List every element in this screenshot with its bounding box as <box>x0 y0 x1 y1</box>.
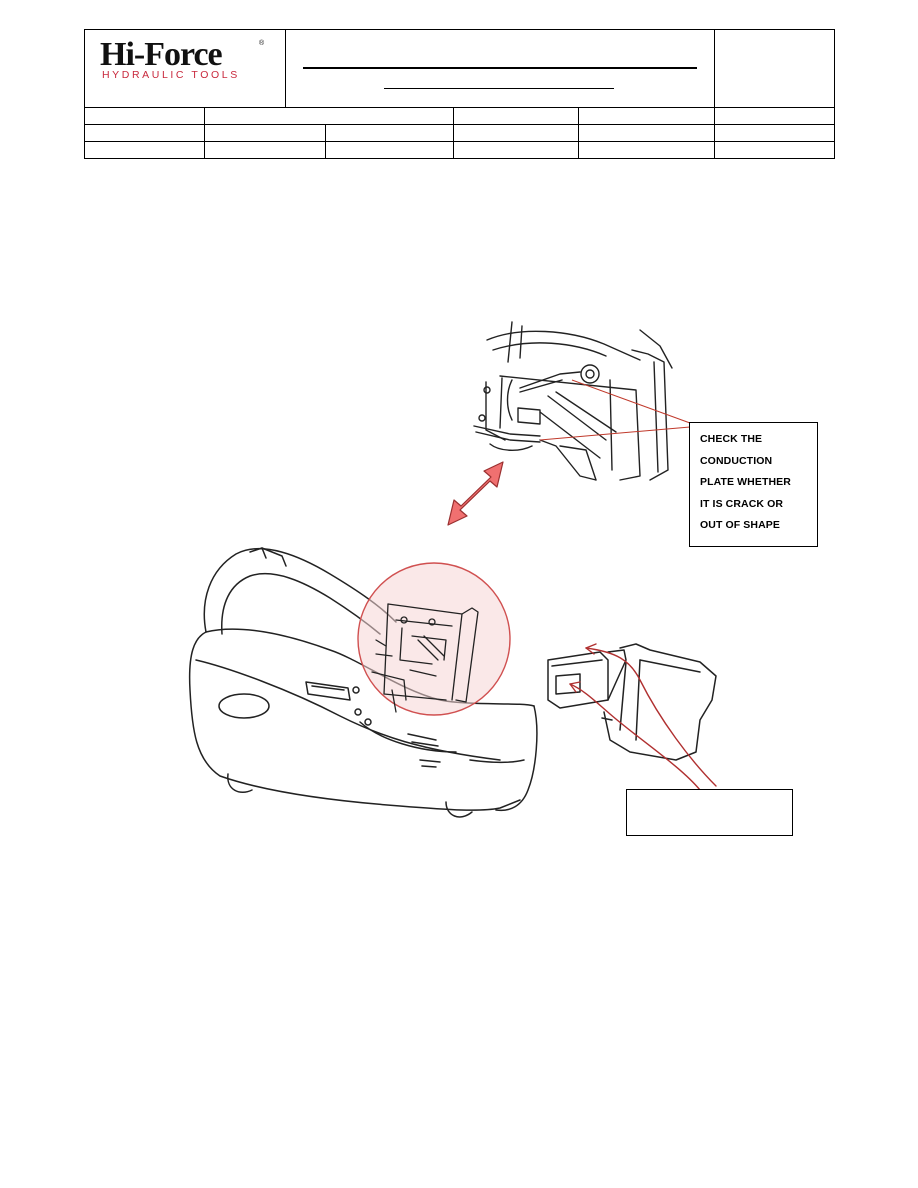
document-header-table <box>84 29 835 159</box>
callout-line-1: CHECK THE <box>700 433 763 445</box>
battery-pack-drawing <box>547 643 717 761</box>
header-row-line <box>84 124 835 125</box>
socket-detail-in-circle <box>371 603 479 713</box>
logo-registered-mark: ® <box>259 40 265 47</box>
header-row-line <box>84 107 835 108</box>
header-divider <box>714 29 715 107</box>
callout-line-5: OUT OF SHAPE <box>700 519 780 531</box>
logo-tagline: HYDRAULIC TOOLS <box>102 69 240 81</box>
header-cell-line <box>578 107 579 159</box>
header-border-bottom <box>84 158 835 159</box>
header-border-top <box>84 29 835 30</box>
hi-force-logo: Hi-Force ® HYDRAULIC TOOLS <box>100 38 266 84</box>
header-cell-line <box>204 107 205 159</box>
callout-line-4: IT IS CRACK OR <box>700 498 784 510</box>
leader-arrow-icon <box>569 643 717 791</box>
title-underline <box>303 67 697 69</box>
pump-body-drawing <box>188 547 538 818</box>
header-cell-line <box>453 107 454 159</box>
header-row-line <box>84 141 835 142</box>
header-divider <box>285 29 286 107</box>
inspection-callout-box: CHECK THE CONDUCTION PLATE WHETHER IT IS… <box>689 422 818 547</box>
socket-closeup-drawing <box>473 321 673 481</box>
callout-line-3: PLATE WHETHER <box>700 476 791 488</box>
header-cell-line <box>714 107 715 159</box>
header-cell-line <box>325 124 326 159</box>
header-border-left <box>84 29 85 159</box>
subtitle-underline <box>384 88 614 89</box>
callout-leader-lines <box>539 379 691 441</box>
battery-note-box <box>626 789 793 836</box>
callout-line-2: CONDUCTION <box>700 455 773 467</box>
logo-brand-text: Hi-Force <box>100 36 223 73</box>
header-border-right <box>834 29 835 159</box>
double-arrow-icon <box>447 461 504 526</box>
